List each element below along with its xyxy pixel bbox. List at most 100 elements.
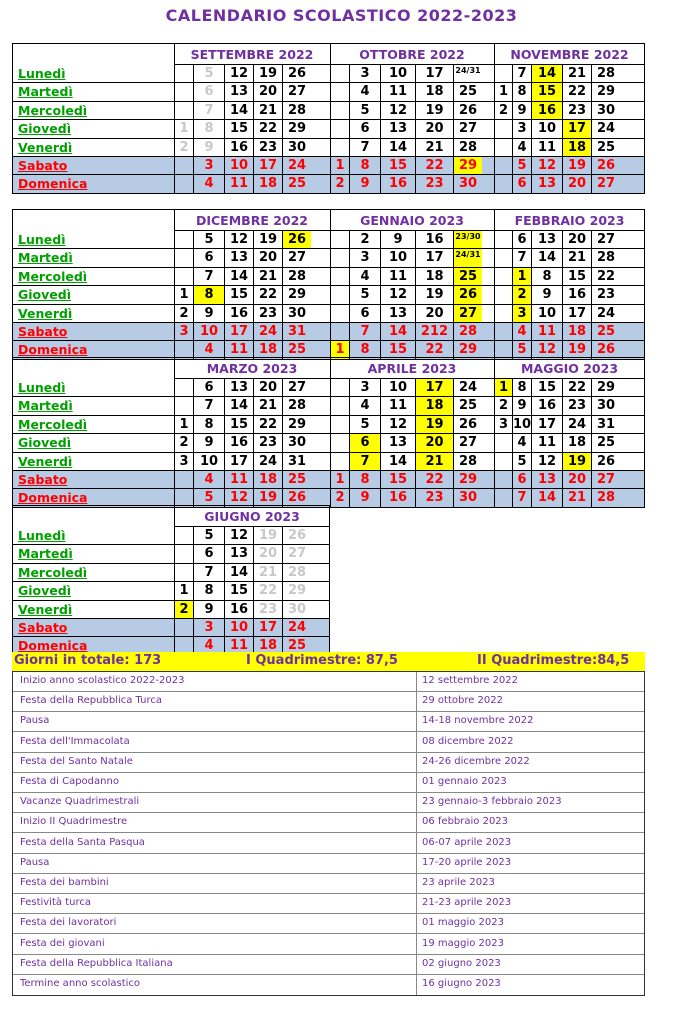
day-cell: 28: [458, 453, 478, 469]
day-cell: 5: [360, 416, 370, 432]
day-cell: 26: [287, 66, 307, 81]
month-header: SETTEMBRE 2022: [190, 47, 314, 62]
grid-line: [12, 505, 13, 655]
day-label: Lunedì: [18, 66, 66, 81]
grid-line: [12, 488, 645, 490]
month-header: OTTOBRE 2022: [359, 47, 465, 62]
day-cell: 2: [335, 176, 345, 192]
day-cell: 19: [567, 342, 587, 358]
day-cell: 29: [287, 583, 307, 599]
day-cell: 15: [229, 287, 249, 303]
day-cell: 14: [388, 453, 408, 469]
day-cell: 17: [425, 250, 444, 266]
event-name: Pausa: [20, 715, 50, 727]
day-cell: 14: [537, 250, 557, 266]
day-cell: 17: [229, 453, 249, 469]
grid-line: [591, 64, 592, 193]
day-cell: 25: [454, 267, 482, 286]
day-cell: 25: [287, 176, 307, 192]
day-cell: 7: [517, 250, 527, 266]
day-cell: 12: [229, 66, 249, 81]
day-cell: 22: [258, 121, 278, 137]
grid-line: [282, 230, 283, 359]
day-label: Domenica: [18, 342, 88, 358]
day-label: Venerdì: [18, 305, 73, 321]
day-cell: 9: [542, 287, 552, 303]
day-cell: 11: [388, 268, 408, 284]
day-cell: 13: [388, 435, 408, 451]
event-name: Festa dei bambini: [20, 877, 109, 888]
day-label: Sabato: [18, 324, 68, 339]
grid-line: [562, 230, 563, 359]
day-cell: 5: [204, 66, 214, 81]
day-cell: 18: [416, 397, 453, 415]
day-cell: 8: [204, 583, 214, 599]
day-cell: 16: [537, 398, 557, 414]
day-cell: 19: [258, 490, 278, 506]
day-cell: 4: [204, 176, 214, 192]
day-label: Mercoledì: [18, 268, 88, 284]
day-cell: 18: [258, 342, 278, 358]
day-cell: 5: [204, 490, 214, 506]
day-cell: 25: [287, 472, 307, 487]
day-cell: 8: [542, 268, 552, 284]
day-cell: 17: [567, 305, 587, 321]
grid-line: [494, 209, 495, 359]
day-cell: 26: [596, 453, 616, 469]
day-cell: 22: [425, 472, 444, 487]
day-cell: 20: [258, 546, 278, 562]
day-cell: 30: [287, 305, 307, 321]
day-cell: 22: [567, 84, 587, 100]
day-cell: 6: [517, 176, 527, 192]
day-label: Domenica: [18, 638, 88, 654]
day-cell: 26: [287, 490, 307, 506]
day-cell: 7: [204, 564, 214, 580]
day-cell: 23: [567, 102, 587, 118]
day-cell: 31: [287, 453, 307, 469]
day-cell: 13: [537, 176, 557, 192]
day-cell: 8: [517, 380, 527, 395]
day-label: Lunedì: [18, 380, 66, 395]
grid-line: [12, 358, 645, 360]
day-cell: 11: [229, 342, 249, 358]
day-cell: 3: [517, 121, 527, 137]
day-cell: 17: [416, 379, 453, 397]
day-cell: 10: [537, 121, 557, 137]
day-label: Sabato: [18, 158, 68, 173]
day-cell: 14: [229, 398, 249, 414]
grid-line: [12, 43, 645, 44]
day-cell: 18: [425, 268, 444, 284]
grid-line: [380, 64, 381, 193]
day-cell: 1: [179, 583, 189, 599]
day-cell: 7: [204, 398, 214, 414]
day-cell: 1: [331, 341, 349, 359]
day-cell: 3: [204, 620, 214, 635]
day-cell: 7: [517, 66, 527, 81]
grid-line: [12, 100, 645, 102]
day-cell: 17: [258, 158, 278, 173]
grid-line: [12, 505, 330, 506]
grid-line: [453, 64, 454, 193]
day-cell: 28: [596, 66, 616, 81]
day-cell: 14: [532, 65, 562, 83]
day-cell: 10: [513, 416, 531, 432]
day-cell: 11: [388, 398, 408, 414]
day-cell: 30: [596, 398, 616, 414]
day-cell: 3: [179, 453, 189, 469]
event-date: 06-07 aprile 2023: [422, 836, 512, 848]
day-cell: 16: [229, 139, 249, 155]
day-cell: 7: [360, 139, 370, 155]
event-name: Festa del Santo Natale: [20, 755, 133, 767]
day-cell: 30: [458, 490, 478, 506]
day-cell: 13: [537, 232, 557, 247]
day-cell: 16: [567, 287, 587, 303]
day-cell: 21: [567, 490, 587, 506]
